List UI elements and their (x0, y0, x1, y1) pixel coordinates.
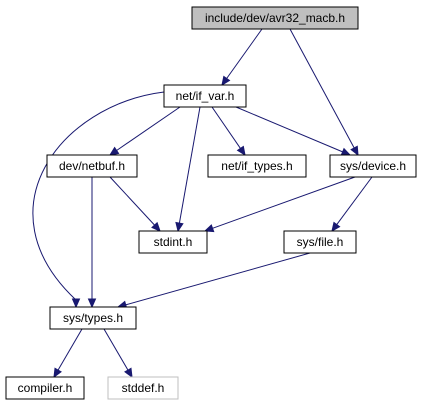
arrowhead-icon (340, 147, 352, 156)
node-if-var-label: net/if_var.h (176, 89, 235, 103)
edge-types-to-stddef (103, 328, 133, 379)
edge-line (289, 28, 355, 149)
node-netbuf[interactable]: dev/netbuf.h (46, 154, 138, 178)
edge-line (57, 328, 83, 371)
edge-line (211, 106, 241, 149)
edge-root-to-device (289, 28, 359, 157)
node-stdint-box (138, 230, 208, 254)
node-layer: include/dev/avr32_macb.h net/if_var.h de… (5, 6, 417, 400)
node-file-box (283, 230, 357, 254)
node-stddef: stddef.h (107, 376, 179, 400)
node-stddef-label: stddef.h (122, 381, 165, 395)
edge-root-to-if-var (221, 28, 263, 87)
node-stdint[interactable]: stdint.h (138, 230, 208, 254)
edge-device-to-file (331, 176, 373, 233)
arrowhead-icon (151, 221, 161, 232)
node-netbuf-box (46, 154, 138, 178)
edge-line (116, 106, 181, 151)
node-root-file[interactable]: include/dev/avr32_macb.h (191, 6, 359, 30)
arrowhead-icon (175, 221, 184, 233)
edge-line (336, 176, 373, 225)
edge-if-var-to-if-types (211, 106, 246, 157)
arrowhead-icon (203, 224, 215, 233)
edge-file-to-types (116, 252, 311, 309)
edge-line (32, 91, 165, 302)
edge-line (125, 252, 311, 306)
arrowhead-icon (236, 145, 246, 157)
arrowhead-icon (221, 75, 231, 87)
arrowhead-icon (108, 146, 120, 156)
node-stddef-box (107, 376, 179, 400)
node-types[interactable]: sys/types.h (49, 306, 137, 330)
node-if-types-label: net/if_types.h (221, 159, 292, 173)
node-compiler-box (5, 376, 85, 400)
node-netbuf-label: dev/netbuf.h (59, 159, 125, 173)
edge-if-var-to-types (32, 91, 165, 309)
arrowhead-icon (124, 367, 133, 379)
edge-device-to-stdint (203, 176, 356, 233)
node-if-types-box (207, 154, 307, 178)
node-file-label: sys/file.h (297, 235, 344, 249)
edge-netbuf-to-stdint (109, 176, 161, 232)
node-types-label: sys/types.h (63, 311, 123, 325)
node-compiler[interactable]: compiler.h (5, 376, 85, 400)
node-file[interactable]: sys/file.h (283, 230, 357, 254)
node-device-label: sys/device.h (340, 159, 406, 173)
edge-line (178, 106, 201, 224)
arrowhead-icon (87, 298, 97, 309)
node-device[interactable]: sys/device.h (329, 154, 417, 178)
edge-types-to-compiler (53, 328, 83, 379)
arrowhead-icon (71, 298, 81, 309)
edge-line (212, 176, 356, 229)
edge-line (109, 176, 155, 226)
arrowhead-icon (331, 221, 341, 233)
node-if-types[interactable]: net/if_types.h (207, 154, 307, 178)
edge-if-var-to-stdint (175, 106, 201, 233)
edge-line (103, 328, 129, 371)
node-root-label: include/dev/avr32_macb.h (205, 11, 345, 25)
edge-layer (32, 28, 373, 379)
edge-if-var-to-netbuf (108, 106, 181, 156)
edge-if-var-to-device (235, 106, 352, 156)
node-stdint-label: stdint.h (154, 235, 193, 249)
node-types-box (49, 306, 137, 330)
arrowhead-icon (53, 367, 62, 379)
node-if-var-box (163, 84, 247, 108)
node-device-box (329, 154, 417, 178)
node-if-var[interactable]: net/if_var.h (163, 84, 247, 108)
edge-netbuf-to-types (87, 177, 97, 309)
edge-line (235, 106, 343, 153)
node-compiler-label: compiler.h (18, 381, 73, 395)
node-root-box (191, 6, 359, 30)
arrowhead-icon (350, 145, 359, 157)
edge-line (226, 28, 263, 79)
